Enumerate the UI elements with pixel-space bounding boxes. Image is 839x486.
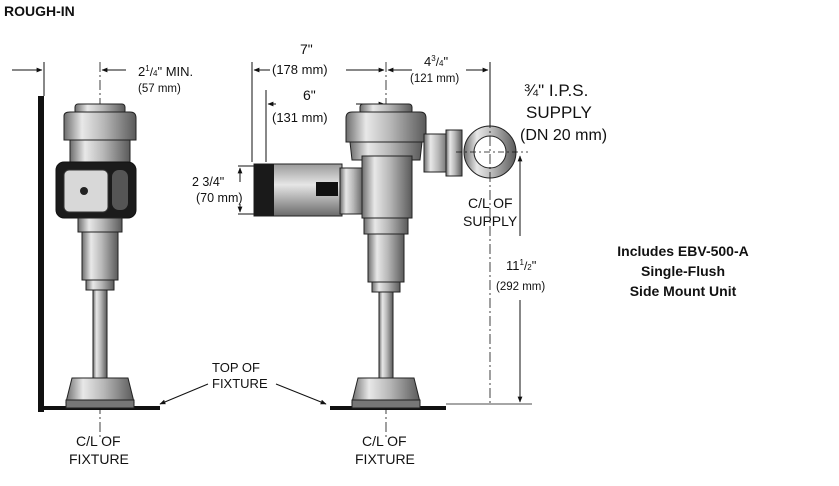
supply-line3: (DN 20 mm) [520,127,607,144]
cl-fixture-front-line2: FIXTURE [355,451,415,467]
supply-line1: ¾" I.P.S. [524,81,588,100]
dim-11-metric: (292 mm) [496,281,545,293]
dim-234-metric: (70 mm) [196,191,243,205]
dim-7-label: 7" [300,41,313,57]
supply-line2: SUPPLY [526,103,592,122]
dim-234-label: 2 3/4" [192,175,224,189]
dim-4-metric: (121 mm) [410,73,459,85]
includes-note: Includes EBV-500-A Single-Flush Side Mou… [617,243,749,299]
top-of-fixture-line1: TOP OF [212,360,260,375]
side-view: 21/4" MIN. (57 mm) TOP OF FIXTURE C/L OF… [12,62,327,467]
dim-4-label: 43/4" [424,54,448,69]
dim-min-metric: (57 mm) [138,83,181,95]
note-line1: Includes EBV-500-A [617,243,749,259]
cl-fixture-side-line1: C/L OF [76,433,121,449]
note-line2: Single-Flush [641,263,725,279]
dim-min-label: 21/4" MIN. [138,64,193,79]
dim-7-metric: (178 mm) [272,62,328,77]
cl-supply-line1: C/L OF [468,195,513,211]
dim-6-metric: (131 mm) [272,110,328,125]
cl-fixture-front-line1: C/L OF [362,433,407,449]
note-line3: Side Mount Unit [630,283,737,299]
page-title: ROUGH-IN [4,3,75,19]
dim-6-label: 6" [303,87,316,103]
top-of-fixture-line2: FIXTURE [212,376,268,391]
wall [38,96,44,412]
front-view: 7" (178 mm) 6" (131 mm) 43/4" (121 mm) 2… [192,41,607,467]
cl-supply-line2: SUPPLY [463,213,518,229]
dim-11-label: 111/2" [506,258,537,273]
cl-fixture-side-line2: FIXTURE [69,451,129,467]
